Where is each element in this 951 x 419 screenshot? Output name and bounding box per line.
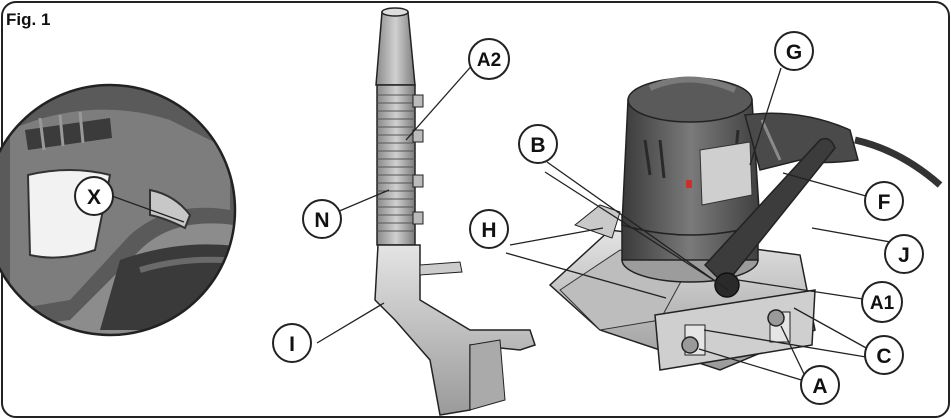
dust-extraction-assembly [374,7,536,416]
callout-x: X [74,176,114,216]
callout-i-label: I [289,333,295,356]
callout-a: A [800,365,840,405]
callout-a1-label: A1 [870,293,895,314]
callout-x-label: X [87,186,101,209]
callout-i: I [272,323,312,363]
callout-h: H [469,209,509,249]
callout-j: J [884,234,924,274]
callout-n-label: N [314,209,329,232]
power-tool [548,76,943,371]
callout-h-label: H [481,219,496,242]
callout-a1: A1 [861,281,903,323]
callout-a2: A2 [468,38,510,80]
callout-f: F [864,181,904,221]
callout-n: N [302,199,342,239]
callout-a-label: A [812,375,827,398]
callout-a2-label: A2 [477,50,501,71]
callout-b: B [518,124,558,164]
callout-b-label: B [530,134,545,157]
callout-c-label: C [876,345,891,368]
callout-j-label: J [898,244,910,267]
detail-magnifier [0,83,237,337]
hose-ribs [377,94,415,232]
callout-g-label: G [786,41,802,64]
callout-f-label: F [878,191,891,214]
leader-lines [111,61,897,383]
callout-c: C [864,335,904,375]
callout-g: G [774,31,814,71]
figure-title: Fig. 1 [6,10,51,29]
